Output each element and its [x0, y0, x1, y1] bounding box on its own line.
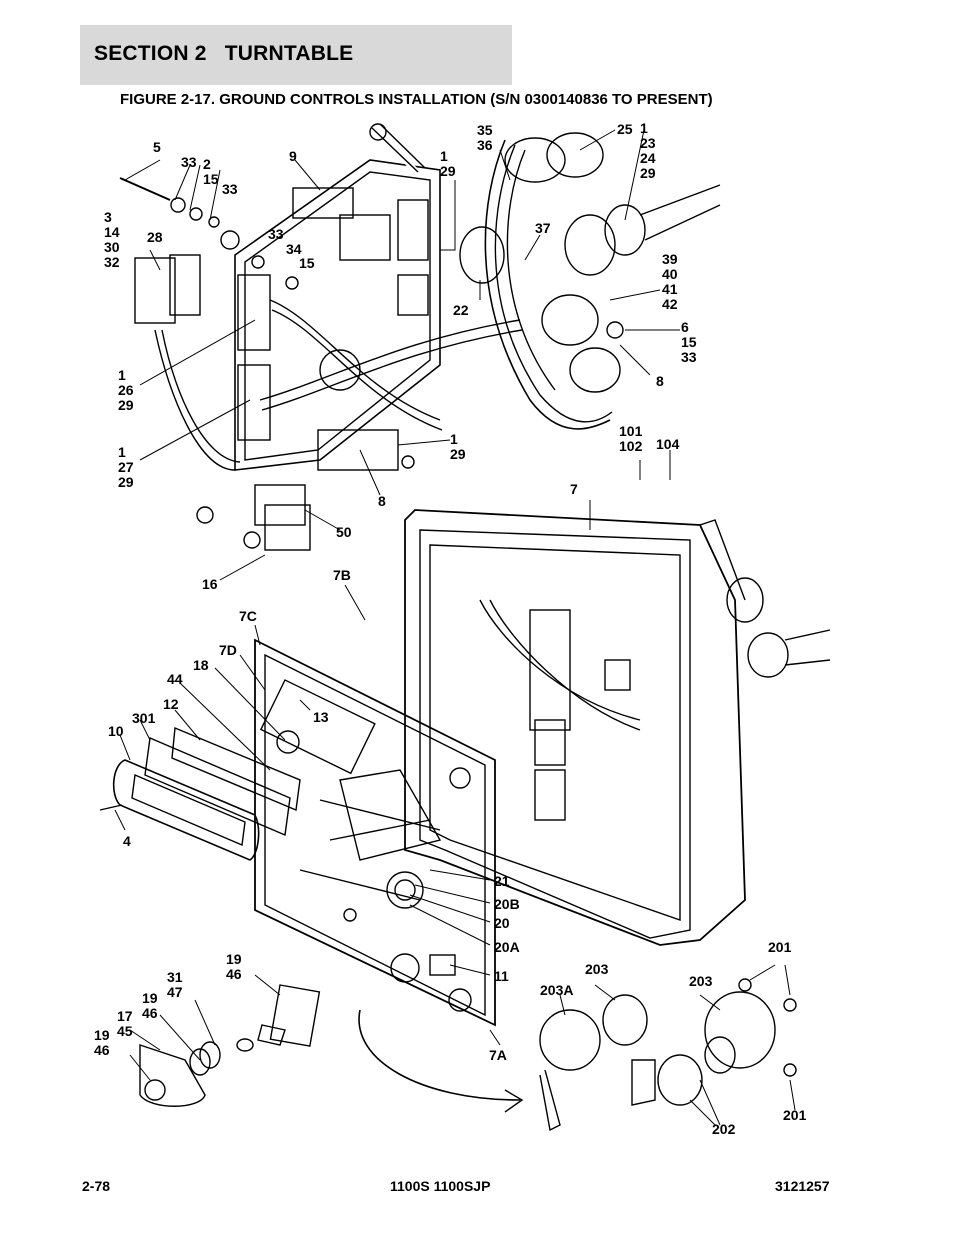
callout-label: 10	[108, 723, 124, 739]
callout-label: 28	[147, 229, 163, 245]
callout-label: 20B	[494, 896, 520, 912]
callout-label: 39 40 41 42	[662, 251, 678, 312]
lower-switch-parts	[139, 978, 797, 1132]
figure-title: FIGURE 2-17. GROUND CONTROLS INSTALLATIO…	[120, 91, 713, 108]
callout-label: 201	[783, 1107, 807, 1123]
callout-label: 33	[268, 226, 284, 242]
callout-label: 7A	[489, 1047, 507, 1063]
callout-label: 1 27 29	[118, 444, 134, 490]
callout-label: 19 46	[94, 1027, 110, 1058]
cable-connector-cluster	[459, 132, 721, 430]
callout-label: 44	[167, 671, 183, 687]
callout-label: 202	[712, 1121, 736, 1137]
callout-label: 203	[585, 961, 609, 977]
callout-label: 5	[153, 139, 161, 155]
callout-label: 7B	[333, 567, 351, 583]
callout-label: 35 36	[477, 122, 493, 153]
callout-label: 13	[313, 709, 329, 725]
callout-label: 37	[535, 220, 551, 236]
enclosure-box	[404, 509, 831, 946]
callout-label: 20	[494, 915, 510, 931]
callout-label: 12	[163, 696, 179, 712]
callout-label: 33	[222, 181, 238, 197]
callout-label: 15	[299, 255, 315, 271]
callout-label: 7C	[239, 608, 257, 624]
callout-label: 34	[286, 241, 302, 257]
callout-label: 201	[768, 939, 792, 955]
control-plate-assembly	[119, 123, 523, 551]
callout-label: 50	[336, 524, 352, 540]
callout-label: 2 15	[203, 156, 219, 187]
front-panel	[254, 638, 524, 1113]
callout-label: 22	[453, 302, 469, 318]
callout-label: 301	[132, 710, 156, 726]
callout-label: 20A	[494, 939, 520, 955]
callout-label: 8	[656, 373, 664, 389]
callout-label: 7	[570, 481, 578, 497]
callout-label: 104	[656, 436, 680, 452]
callout-label: 1 23 24 29	[640, 120, 656, 181]
callout-label: 4	[123, 833, 131, 849]
callout-label: 1 29	[440, 148, 456, 179]
section-header: SECTION 2 TURNTABLE	[80, 25, 512, 85]
callout-label: 203A	[540, 982, 574, 998]
callout-label: 3 14 30 32	[104, 209, 120, 270]
callout-label: 1 26 29	[118, 367, 134, 413]
callout-label: 1 29	[450, 431, 466, 462]
section-title: SECTION 2 TURNTABLE	[94, 42, 354, 65]
leader-lines	[114, 129, 796, 1126]
page-number: 2-78	[82, 1178, 111, 1194]
callout-label: 33	[181, 154, 197, 170]
callout-label: 11	[494, 968, 509, 984]
callout-label: 19 46	[226, 951, 242, 982]
callout-label: 9	[289, 148, 297, 164]
callout-label: 101 102	[619, 423, 643, 454]
manual-number: 3121257	[775, 1178, 830, 1194]
callout-label: 6 15 33	[681, 319, 697, 365]
model-number: 1100S 1100SJP	[390, 1178, 491, 1194]
callout-label: 203	[689, 973, 713, 989]
callout-label: 18	[193, 657, 209, 673]
callout-label: 19 46	[142, 990, 158, 1021]
display-lens-bezel	[99, 726, 301, 861]
callout-label: 31 47	[167, 969, 183, 1000]
callout-label: 25	[617, 121, 633, 137]
callout-label: 21	[494, 873, 510, 889]
callout-label: 17 45	[117, 1008, 133, 1039]
callout-label: 8	[378, 493, 386, 509]
callout-label: 7D	[219, 642, 237, 658]
callout-label: 16	[202, 576, 218, 592]
